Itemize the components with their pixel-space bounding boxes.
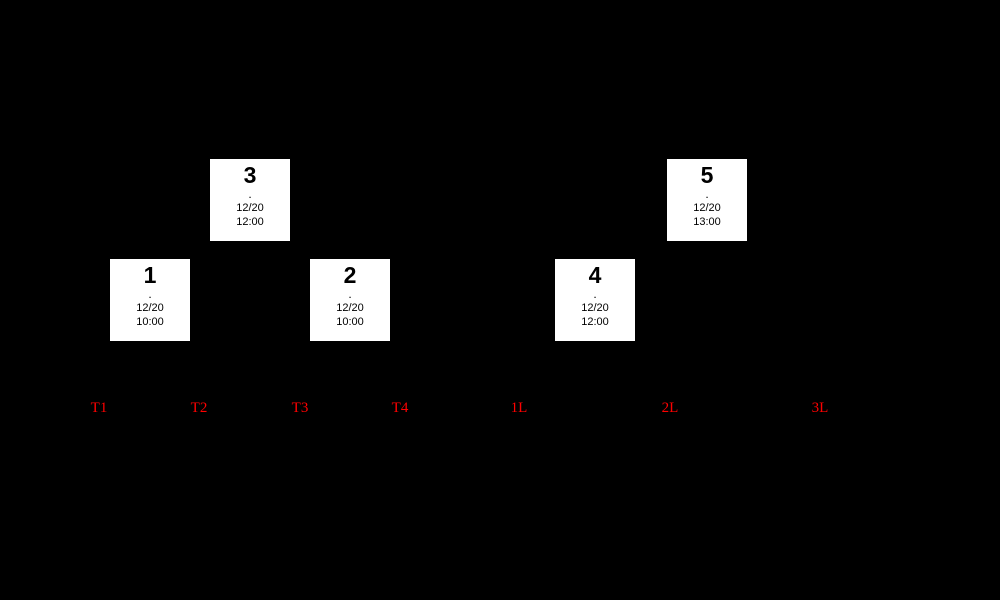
node-box[interactable]: 5 . 12/20 13:00 <box>667 159 747 241</box>
axis-label-t2: T2 <box>190 400 208 416</box>
node-separator: . <box>248 187 252 201</box>
node-date-label: 12/20 <box>336 302 364 314</box>
node-box[interactable]: 3 . 12/20 12:00 <box>210 159 290 241</box>
node-id-label: 1 <box>143 262 157 288</box>
node-separator: . <box>148 287 152 301</box>
node-date-label: 12/20 <box>136 302 164 314</box>
node-time-label: 12:00 <box>236 216 264 228</box>
node-date-label: 12/20 <box>693 202 721 214</box>
node-id-label: 5 <box>700 162 714 188</box>
axis-label-1l: 1L <box>510 400 528 416</box>
node-date-label: 12/20 <box>581 302 609 314</box>
node-time-label: 10:00 <box>336 316 364 328</box>
node-time-label: 10:00 <box>136 316 164 328</box>
node-time-label: 12:00 <box>581 316 609 328</box>
node-id-label: 4 <box>588 262 602 288</box>
node-date-label: 12/20 <box>236 202 264 214</box>
axis-label-3l: 3L <box>811 400 829 416</box>
node-box[interactable]: 2 . 12/20 10:00 <box>310 259 390 341</box>
axis-label-t4: T4 <box>391 400 409 416</box>
axis-label-t1: T1 <box>90 400 108 416</box>
node-box[interactable]: 4 . 12/20 12:00 <box>555 259 635 341</box>
node-id-label: 3 <box>243 162 257 188</box>
axis-label-t3: T3 <box>291 400 309 416</box>
node-separator: . <box>348 287 352 301</box>
axis-label-2l: 2L <box>661 400 679 416</box>
node-time-label: 13:00 <box>693 216 721 228</box>
node-separator: . <box>593 287 597 301</box>
node-id-label: 2 <box>343 262 357 288</box>
node-separator: . <box>705 187 709 201</box>
node-box[interactable]: 1 . 12/20 10:00 <box>110 259 190 341</box>
